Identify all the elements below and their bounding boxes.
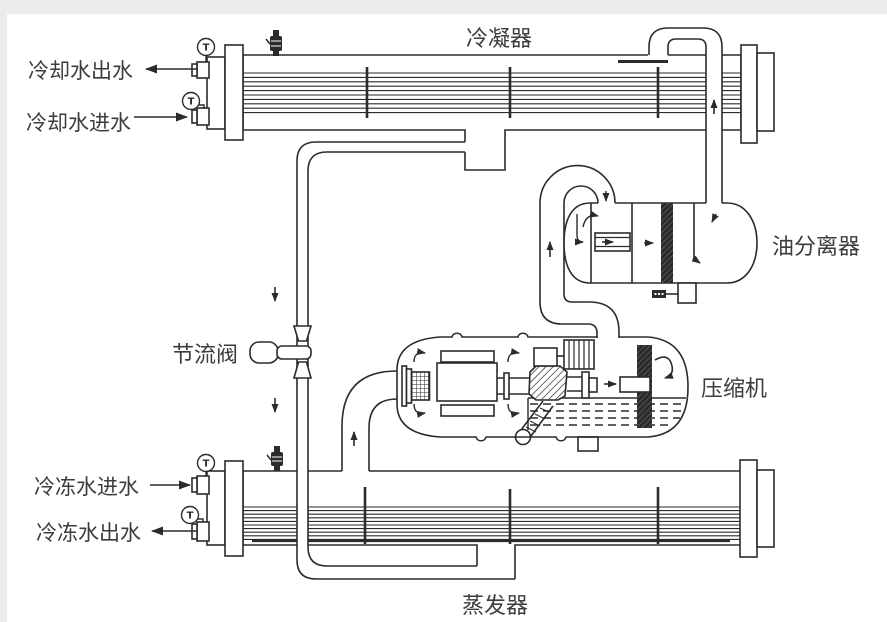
compressor-drain-fitting: [577, 436, 599, 452]
compressor-motor: [436, 350, 498, 417]
condenser-baffles: [365, 67, 660, 118]
evaporator-baffles: [363, 487, 660, 544]
cooling-water-out-nozzle: [191, 61, 210, 79]
oil-return-fitting: [652, 282, 697, 304]
gauge-condenser-out: T: [196, 37, 216, 62]
condenser-tubes: [243, 72, 741, 114]
gauge-evaporator-out: T: [180, 505, 204, 525]
svg-text:T: T: [187, 511, 194, 522]
svg-text:T: T: [203, 43, 210, 54]
svg-text:T: T: [188, 97, 195, 108]
chilled-water-in-nozzle: [191, 475, 210, 495]
evaporator-tubes: [243, 506, 741, 540]
gauge-condenser-in: T: [181, 91, 205, 111]
oil-separator-shell: [563, 202, 758, 284]
cooling-water-out-label: 冷却水出水: [28, 59, 133, 83]
suction-screen: [410, 371, 431, 401]
chilled-water-in-label: 冷冻水进水: [34, 475, 139, 499]
cooling-water-in-nozzle: [191, 107, 210, 126]
suction-pipe: [341, 370, 404, 471]
separator-baffle-box: [594, 232, 631, 252]
svg-text:T: T: [203, 459, 210, 470]
condenser-safety-valve-icon: [265, 30, 282, 56]
compressor-label: 压缩机: [701, 377, 767, 402]
throttle-valve-upper-body: [292, 325, 313, 342]
evaporator-label: 蒸发器: [462, 594, 528, 619]
gauge-evaporator-in: T: [196, 453, 216, 476]
separator-flow-arrows: [574, 191, 719, 264]
cooling-water-in-label: 冷却水进水: [26, 111, 131, 135]
condenser: [191, 44, 775, 171]
suction-flange: [401, 365, 431, 407]
oil-separator-label: 油分离器: [772, 235, 860, 260]
temperature-gauges: T T T T: [180, 37, 216, 525]
compressor-shaft-right: [567, 376, 582, 392]
compressor-shaft: [497, 377, 529, 395]
throttle-valve-bulb: [249, 341, 279, 364]
throttle-valve-label: 节流阀: [172, 343, 238, 368]
discharge-gooseneck-pipe: [539, 164, 620, 338]
safety-valves: [265, 30, 283, 471]
labels: 冷凝器 冷却水出水 冷却水进水 油分离器 节流阀 压缩机 冷冻水进水 冷冻水出水…: [26, 27, 860, 619]
chilled-water-out-label: 冷冻水出水: [36, 521, 141, 545]
compressor: [396, 164, 689, 452]
slide-valve-actuator: [533, 339, 595, 370]
discharge-stub: [619, 376, 651, 393]
separator-filter-band: [661, 203, 673, 283]
throttle-valve-stem: [276, 345, 312, 360]
evaporator-left-flange: [224, 460, 244, 557]
condenser-right-flange: [740, 44, 758, 144]
throttle-valve: [249, 325, 313, 379]
condenser-label: 冷凝器: [466, 27, 532, 52]
discharge-riser-pipe: [648, 27, 723, 203]
evaporator-right-flange: [739, 459, 758, 558]
throttle-valve-lower-body: [292, 361, 313, 379]
condenser-left-flange: [224, 44, 244, 141]
evaporator: [191, 459, 775, 579]
evaporator-right-head: [756, 469, 775, 548]
evaporator-safety-valve-icon: [266, 446, 283, 471]
chamber-swirl-arrow: [654, 356, 674, 379]
compressor-screw-rotor: [528, 365, 568, 401]
condenser-right-head: [756, 52, 775, 132]
liquid-line-pipe: [249, 141, 515, 580]
compressor-coupling: [503, 372, 510, 400]
motor-cooling-arrows: [413, 348, 520, 418]
compressor-shell: [396, 332, 689, 442]
oil-separator: [563, 191, 758, 304]
